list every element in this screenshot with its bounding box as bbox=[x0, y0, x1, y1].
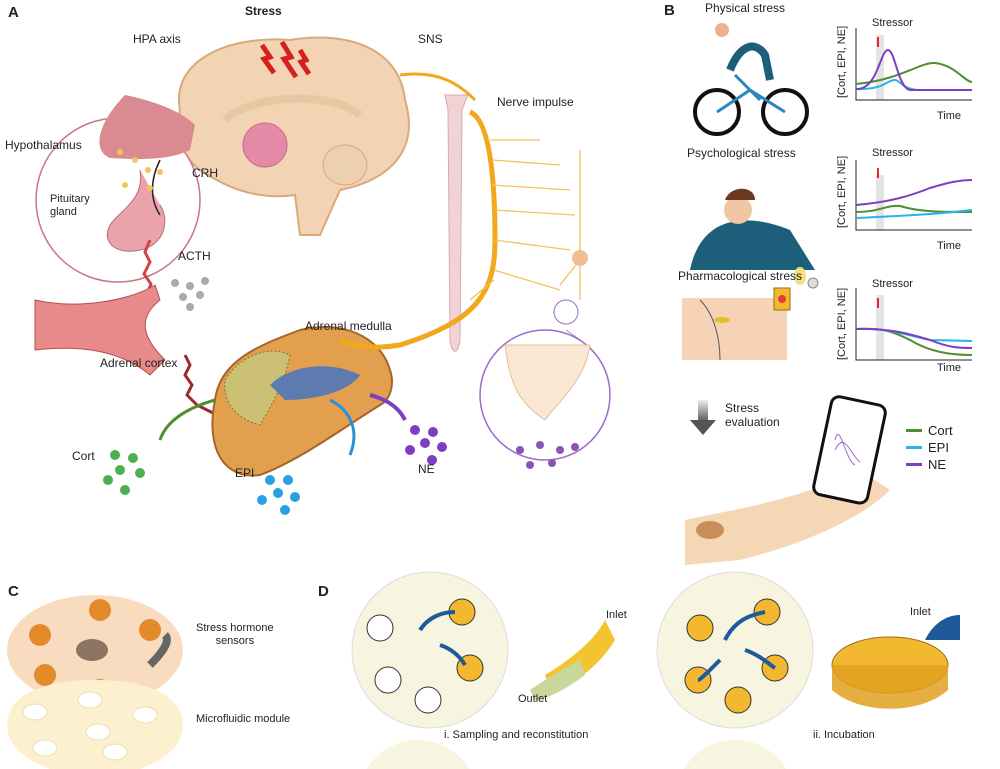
inlet-label: Inlet bbox=[910, 606, 931, 618]
epi-label: EPI bbox=[235, 466, 255, 480]
hypothalamus-label: Hypothalamus bbox=[5, 138, 82, 152]
y-axis-label: [Cort, EPI, NE] bbox=[836, 155, 848, 228]
lightning-icon bbox=[259, 40, 312, 79]
physical-stress-chart bbox=[855, 28, 973, 101]
brain-illustration bbox=[177, 36, 410, 236]
incubation-step-label: ii. Incubation bbox=[813, 729, 875, 741]
adrenal-medulla-label: Adrenal medulla bbox=[305, 319, 392, 333]
stressor-label: Stressor bbox=[872, 147, 913, 159]
physical-stress-label: Physical stress bbox=[705, 1, 786, 15]
x-axis-label: Time bbox=[937, 110, 962, 122]
panel-label-a: A bbox=[8, 4, 19, 21]
cort-label: Cort bbox=[72, 449, 95, 463]
legend-item-cort: Cort bbox=[906, 423, 953, 438]
microfluidic-layer bbox=[7, 680, 183, 769]
hypothalamus-pituitary-inset bbox=[35, 95, 201, 283]
x-axis-label: Time bbox=[937, 240, 962, 252]
sampling-chip-diagram bbox=[351, 571, 615, 729]
adrenal-gland-illustration bbox=[211, 325, 393, 477]
legend-item-epi: EPI bbox=[906, 440, 949, 455]
next-step-chip-partial bbox=[366, 739, 470, 769]
sns-label: SNS bbox=[418, 32, 443, 46]
ne-label: NE bbox=[418, 462, 435, 476]
stressor-label: Stressor bbox=[872, 17, 913, 29]
down-arrow-icon bbox=[698, 400, 708, 422]
microfluidic-module-label: Microfluidic module bbox=[196, 713, 291, 725]
next-step-chip-partial bbox=[683, 739, 787, 769]
hpa-axis-label: HPA axis bbox=[133, 32, 181, 46]
smartphone-illustration bbox=[812, 395, 887, 505]
panel-label-d: D bbox=[318, 583, 329, 600]
y-axis-label: [Cort, EPI, NE] bbox=[836, 25, 848, 98]
pharmacological-stress-chart bbox=[855, 288, 973, 361]
crh-label: CRH bbox=[192, 166, 218, 180]
sampling-step-label: i. Sampling and reconstitution bbox=[444, 729, 589, 741]
acth-label: ACTH bbox=[178, 249, 211, 263]
cyclist-illustration bbox=[693, 23, 809, 136]
pharmacological-stress-illustration bbox=[682, 267, 819, 361]
adrenal-cortex-label: Adrenal cortex bbox=[100, 356, 178, 370]
panel-label-c: C bbox=[8, 583, 19, 600]
incubation-chip-diagram bbox=[656, 571, 960, 729]
legend-item-ne: NE bbox=[906, 457, 946, 472]
stress-hormone-sensors-label: Stress hormone sensors bbox=[196, 622, 274, 647]
psychological-stress-label: Psychological stress bbox=[687, 146, 796, 160]
psychological-stress-illustration bbox=[690, 188, 815, 270]
psychological-stress-chart bbox=[855, 160, 973, 231]
stress-evaluation-label: Stress evaluation bbox=[725, 401, 780, 429]
inlet-label: Inlet bbox=[606, 609, 627, 621]
y-axis-label: [Cort, EPI, NE] bbox=[836, 287, 848, 360]
outlet-label: Outlet bbox=[518, 693, 548, 705]
pituitary-gland-label: Pituitary gland bbox=[50, 193, 90, 218]
x-axis-label: Time bbox=[937, 362, 962, 374]
pharmacological-stress-label: Pharmacological stress bbox=[678, 269, 803, 283]
stress-title: Stress bbox=[245, 4, 282, 18]
stressor-label: Stressor bbox=[872, 278, 913, 290]
nerve-impulse-label: Nerve impulse bbox=[497, 95, 574, 109]
panel-label-b: B bbox=[664, 2, 675, 19]
